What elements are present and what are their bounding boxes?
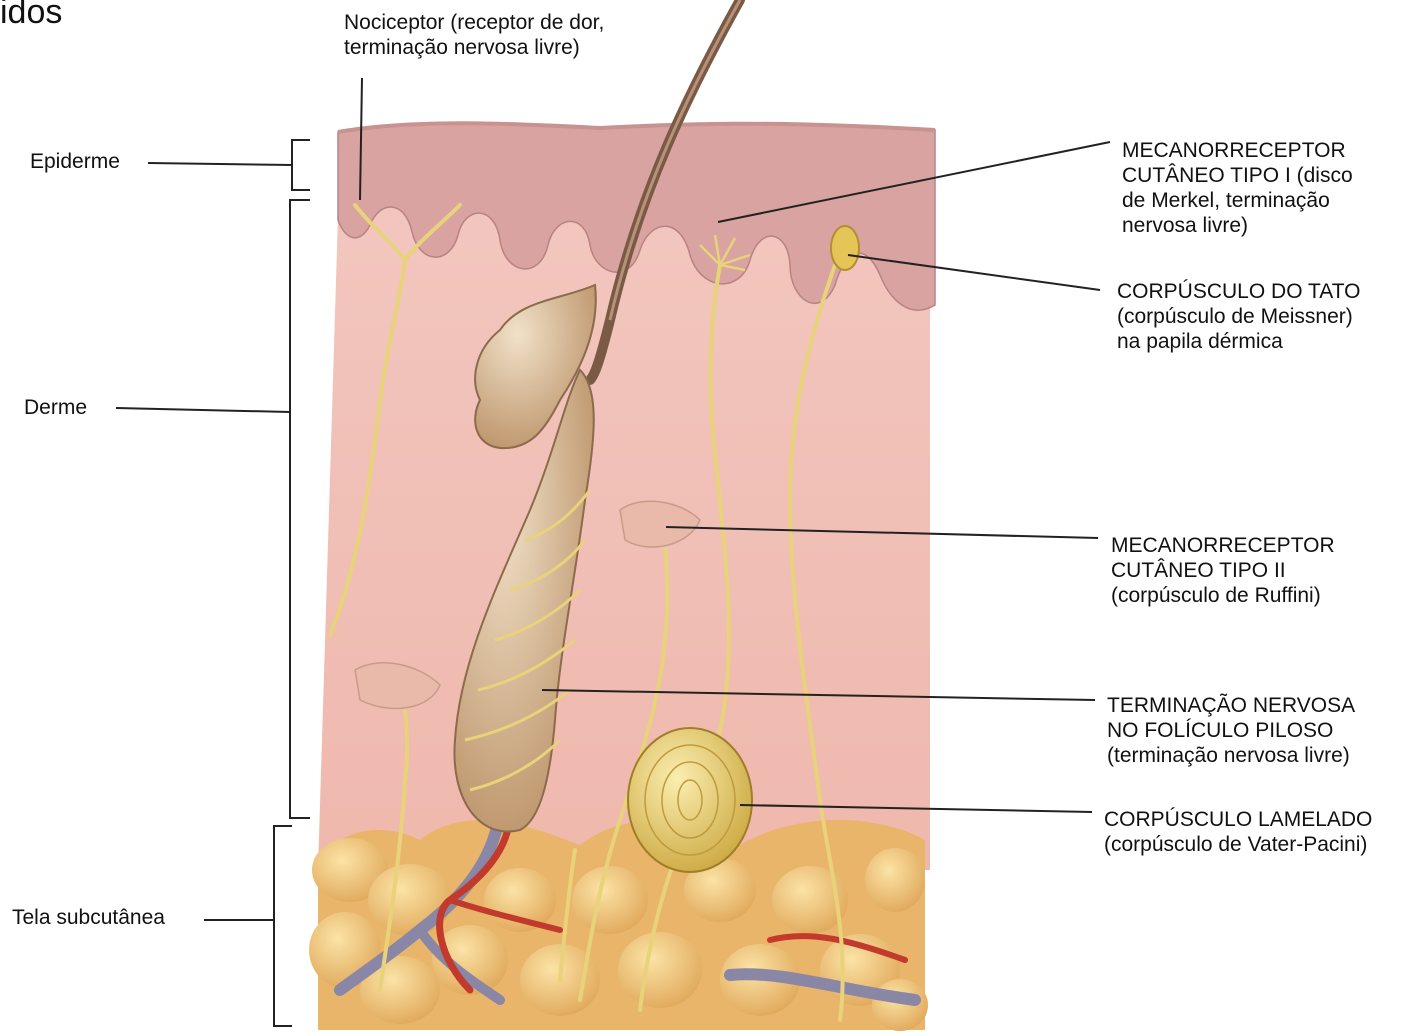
pacini-label: CORPÚSCULO LAMELADO (corpúsculo de Vater… [1104, 807, 1372, 857]
merkel-label-line4: nervosa livre) [1122, 213, 1353, 238]
meissner-corpuscle [831, 226, 859, 270]
meissner-label: CORPÚSCULO DO TATO (corpúsculo de Meissn… [1117, 279, 1360, 354]
foliculo-label-line3: (terminação nervosa livre) [1107, 743, 1355, 768]
foliculo-label-line1: TERMINAÇÃO NERVOSA [1107, 693, 1355, 718]
ruffini-label-line3: (corpúsculo de Ruffini) [1111, 583, 1335, 608]
pacinian-corpuscle [628, 728, 752, 872]
merkel-label: MECANORRECEPTOR CUTÂNEO TIPO I (disco de… [1122, 138, 1353, 238]
pacini-label-line2: (corpúsculo de Vater-Pacini) [1104, 832, 1372, 857]
ruffini-label-line1: MECANORRECEPTOR [1111, 533, 1335, 558]
nociceptor-label-line2: terminação nervosa livre) [344, 35, 604, 60]
ruffini-label-line2: CUTÂNEO TIPO II [1111, 558, 1335, 583]
pacini-label-line1: CORPÚSCULO LAMELADO [1104, 807, 1372, 832]
merkel-label-line2: CUTÂNEO TIPO I (disco [1122, 163, 1353, 188]
merkel-label-line3: de Merkel, terminação [1122, 188, 1353, 213]
subcutaneous-fat [309, 820, 928, 1031]
nociceptor-label: Nociceptor (receptor de dor, terminação … [344, 10, 604, 60]
left-brackets [116, 140, 310, 1026]
derme-label: Derme [24, 395, 87, 420]
tela-subcutanea-label: Tela subcutânea [12, 905, 165, 930]
corner-heading-fragment: idos [0, 0, 62, 32]
meissner-label-line3: na papila dérmica [1117, 329, 1360, 354]
merkel-label-line1: MECANORRECEPTOR [1122, 138, 1353, 163]
ruffini-label: MECANORRECEPTOR CUTÂNEO TIPO II (corpúsc… [1111, 533, 1335, 608]
foliculo-label: TERMINAÇÃO NERVOSA NO FOLÍCULO PILOSO (t… [1107, 693, 1355, 768]
meissner-label-line1: CORPÚSCULO DO TATO [1117, 279, 1360, 304]
foliculo-label-line2: NO FOLÍCULO PILOSO [1107, 718, 1355, 743]
nociceptor-label-line1: Nociceptor (receptor de dor, [344, 10, 604, 35]
epiderme-label: Epiderme [30, 149, 120, 174]
meissner-label-line2: (corpúsculo de Meissner) [1117, 304, 1360, 329]
